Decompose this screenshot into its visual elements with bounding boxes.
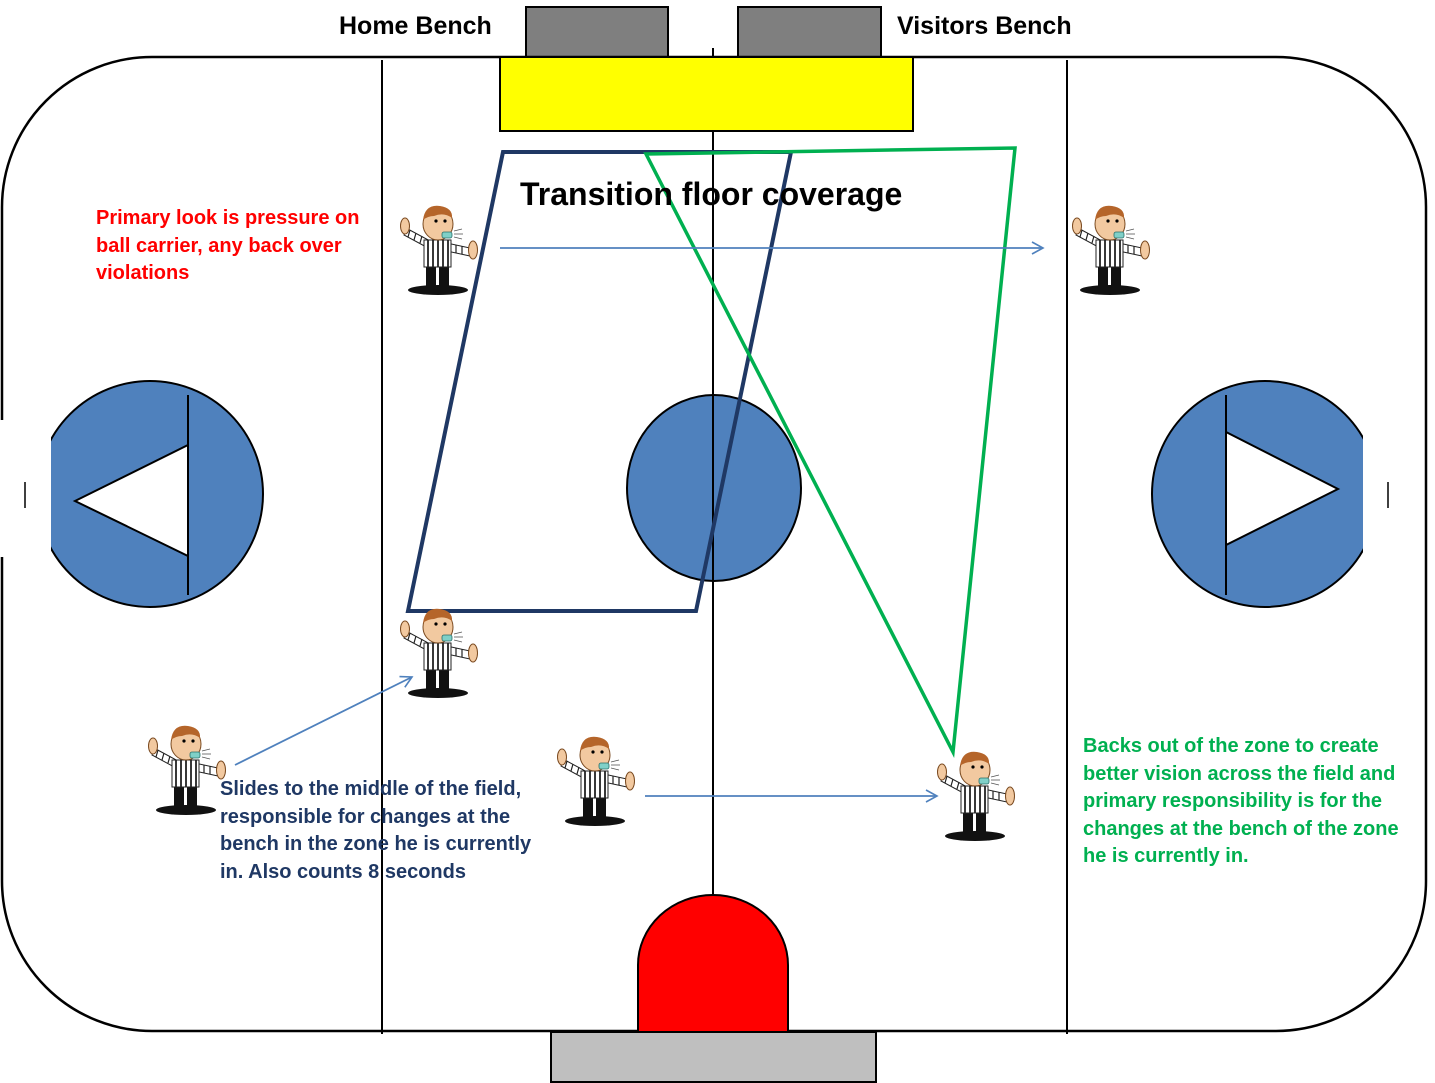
scorer-table [499,56,914,132]
visitors-bench-label: Visitors Bench [897,12,1072,40]
right-goal-triangle [1225,430,1341,547]
note-backs-out: Backs out of the zone to create better v… [1083,735,1399,867]
note-primary-look: Primary look is pressure on ball carrier… [96,207,360,284]
movement-arrow-icon [234,675,414,766]
visitors-bench [737,6,882,58]
green-coverage-zone [643,146,1017,759]
diagram-title: Transition floor coverage [520,176,903,212]
left-goal-triangle [72,443,189,558]
right-goal-area [1151,380,1424,608]
note-slides-middle: Slides to the middle of the field, respo… [220,778,532,883]
left-goal-area [0,380,264,608]
home-bench-label: Home Bench [339,12,492,40]
bottom-box [550,1031,877,1083]
home-bench [525,6,669,58]
bottom-crease [637,894,789,1033]
